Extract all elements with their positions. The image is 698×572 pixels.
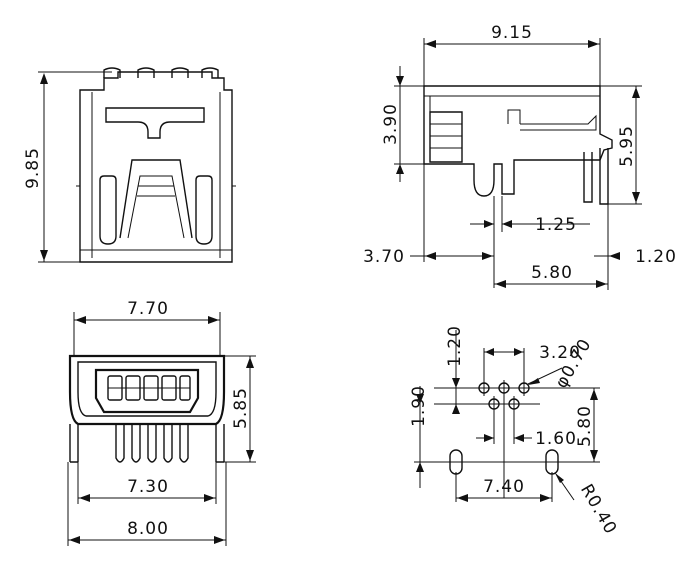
footprint-row-gap-label: 1.20: [445, 325, 465, 367]
footprint-pitch-label: 1.60: [535, 429, 577, 449]
side-length-label: 9.15: [491, 23, 533, 43]
front-height-label: 5.85: [231, 387, 251, 429]
side-right-height-label: 5.95: [617, 125, 637, 167]
footprint-pin-span-label: 3.20: [539, 343, 581, 363]
top-view: 9.85: [23, 67, 236, 263]
top-height-label: 9.85: [23, 147, 43, 189]
side-span-label: 5.80: [531, 263, 573, 283]
footprint-radius-label: R0.40: [576, 481, 621, 538]
side-pitch-label: 1.25: [535, 215, 577, 235]
footprint-vertical-label: 1.90: [409, 385, 429, 427]
front-pin-width-label: 7.30: [127, 477, 169, 497]
footprint-view: 1.20 3.20 φ0.70 1.90 5.80 1.60 7.40 R: [409, 325, 621, 538]
front-view: 7.70 5.85 7.30 8.00: [67, 299, 256, 546]
front-top-width-label: 7.70: [127, 299, 169, 319]
side-left-offset-label: 3.70: [363, 247, 405, 267]
side-view: 9.15 3.90 5.95 1.25 3.70 1.20: [363, 23, 677, 290]
front-total-width-label: 8.00: [127, 519, 169, 539]
side-height-label: 3.90: [381, 103, 401, 145]
footprint-mount-span-label: 7.40: [483, 477, 525, 497]
side-right-offset-label: 1.20: [635, 247, 677, 267]
footprint-right-vertical-label: 5.80: [575, 405, 595, 447]
